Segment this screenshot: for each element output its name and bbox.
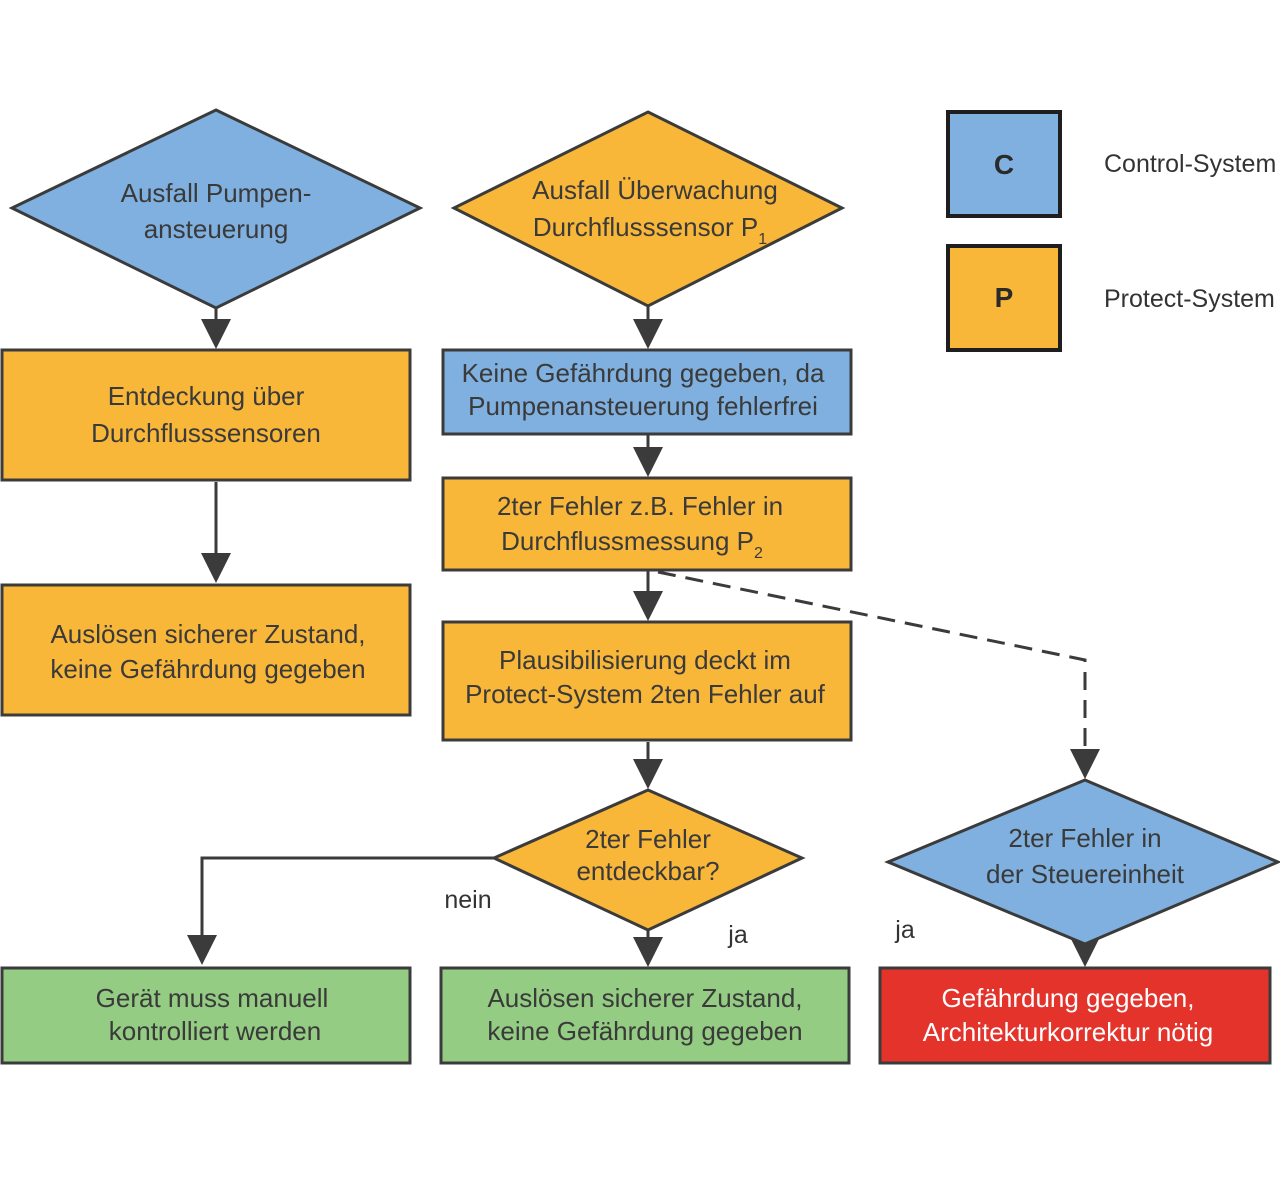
node-text: der Steuereinheit: [986, 859, 1185, 889]
node-text: Auslösen sicherer Zustand,: [487, 983, 802, 1013]
node-text: entdeckbar?: [576, 856, 719, 886]
node-text: Durchflusssensoren: [91, 418, 321, 448]
node-text: Architekturkorrektur nötig: [923, 1017, 1213, 1047]
legend-label-control: Control-System: [1104, 150, 1276, 178]
node-text: Auslösen sicherer Zustand,: [50, 619, 365, 649]
node-text: Pumpenansteuerung fehlerfrei: [468, 391, 818, 421]
node-text: Durchflusssensor P1: [533, 212, 767, 248]
legend-label-protect: Protect-System: [1104, 285, 1275, 313]
process-box: [441, 620, 853, 742]
legend-letter-protect: P: [995, 282, 1014, 313]
node-plausibilisierung: Plausibilisierung deckt im Protect-Syste…: [441, 620, 853, 742]
node-text: 2ter Fehler in: [1008, 823, 1161, 853]
node-text: Gerät muss manuell: [96, 983, 329, 1013]
process-box: [0, 583, 412, 717]
node-text: Protect-System 2ten Fehler auf: [465, 679, 826, 709]
node-text: Gefährdung gegeben,: [942, 983, 1195, 1013]
edge-label-ja-mitte: ja: [727, 921, 748, 949]
node-text: ansteuerung: [144, 214, 289, 244]
node-text: 2ter Fehler z.B. Fehler in: [497, 491, 783, 521]
process-box: [441, 348, 853, 436]
subscript: 1: [758, 231, 767, 248]
edge-entdeckbar-nein: [187, 856, 494, 965]
node-entdeckbar: 2ter Fehler entdeckbar?: [490, 788, 806, 932]
decision-diamond: [884, 778, 1280, 946]
node-text: Ausfall Überwachung: [532, 175, 778, 205]
legend-swatch-protect: [946, 244, 1062, 352]
legend: C Control-System P Protect-System: [946, 110, 1276, 352]
node-ausloesen-mitte: Auslösen sicherer Zustand, keine Gefährd…: [439, 966, 851, 1065]
decision-diamond: [450, 110, 846, 308]
node-text: 2ter Fehler: [585, 824, 711, 854]
legend-swatch-control: [946, 110, 1062, 218]
node-ausfall-ueberwachung: Ausfall Überwachung Durchflusssensor P1: [450, 110, 846, 308]
node-text: keine Gefährdung gegeben: [487, 1016, 802, 1046]
edge-label-nein: nein: [444, 886, 491, 914]
decision-diamond: [490, 788, 806, 932]
process-box: [0, 348, 412, 482]
node-text: keine Gefährdung gegeben: [50, 654, 365, 684]
node-text-main: Durchflussmessung P: [501, 526, 754, 556]
process-box: [441, 476, 853, 572]
node-gefaehrdung: Gefährdung gegeben, Architekturkorrektur…: [878, 966, 1272, 1065]
decision-diamond: [8, 108, 424, 310]
node-text: Ausfall Pumpen-: [121, 178, 312, 208]
node-text: kontrolliert werden: [109, 1016, 321, 1046]
node-text: Entdeckung über: [108, 381, 305, 411]
result-box: [439, 966, 851, 1065]
edge-label-ja-rechts: ja: [894, 916, 915, 944]
node-manuell: Gerät muss manuell kontrolliert werden: [0, 966, 412, 1065]
node-text: Durchflussmessung P2: [501, 526, 763, 562]
node-entdeckung: Entdeckung über Durchflusssensoren: [0, 348, 412, 482]
node-text: Plausibilisierung deckt im: [499, 645, 791, 675]
legend-letter-control: C: [994, 149, 1014, 180]
result-box: [878, 966, 1272, 1065]
node-keine-gefaehrdung-da: Keine Gefährdung gegeben, da Pumpenanste…: [441, 348, 853, 436]
result-box: [0, 966, 412, 1065]
edge-fehler-to-steuereinheit-dashed: [657, 570, 1100, 779]
node-ausloesen-links: Auslösen sicherer Zustand, keine Gefährd…: [0, 583, 412, 717]
node-text-main: Durchflusssensor P: [533, 212, 758, 242]
node-steuereinheit: 2ter Fehler in der Steuereinheit: [884, 778, 1280, 946]
node-ausfall-pumpe: Ausfall Pumpen- ansteuerung: [8, 108, 424, 310]
node-text: Keine Gefährdung gegeben, da: [462, 358, 825, 388]
subscript: 2: [754, 545, 763, 562]
node-zweiter-fehler-mess: 2ter Fehler z.B. Fehler in Durchflussmes…: [441, 476, 853, 572]
connectors: [187, 306, 1100, 967]
